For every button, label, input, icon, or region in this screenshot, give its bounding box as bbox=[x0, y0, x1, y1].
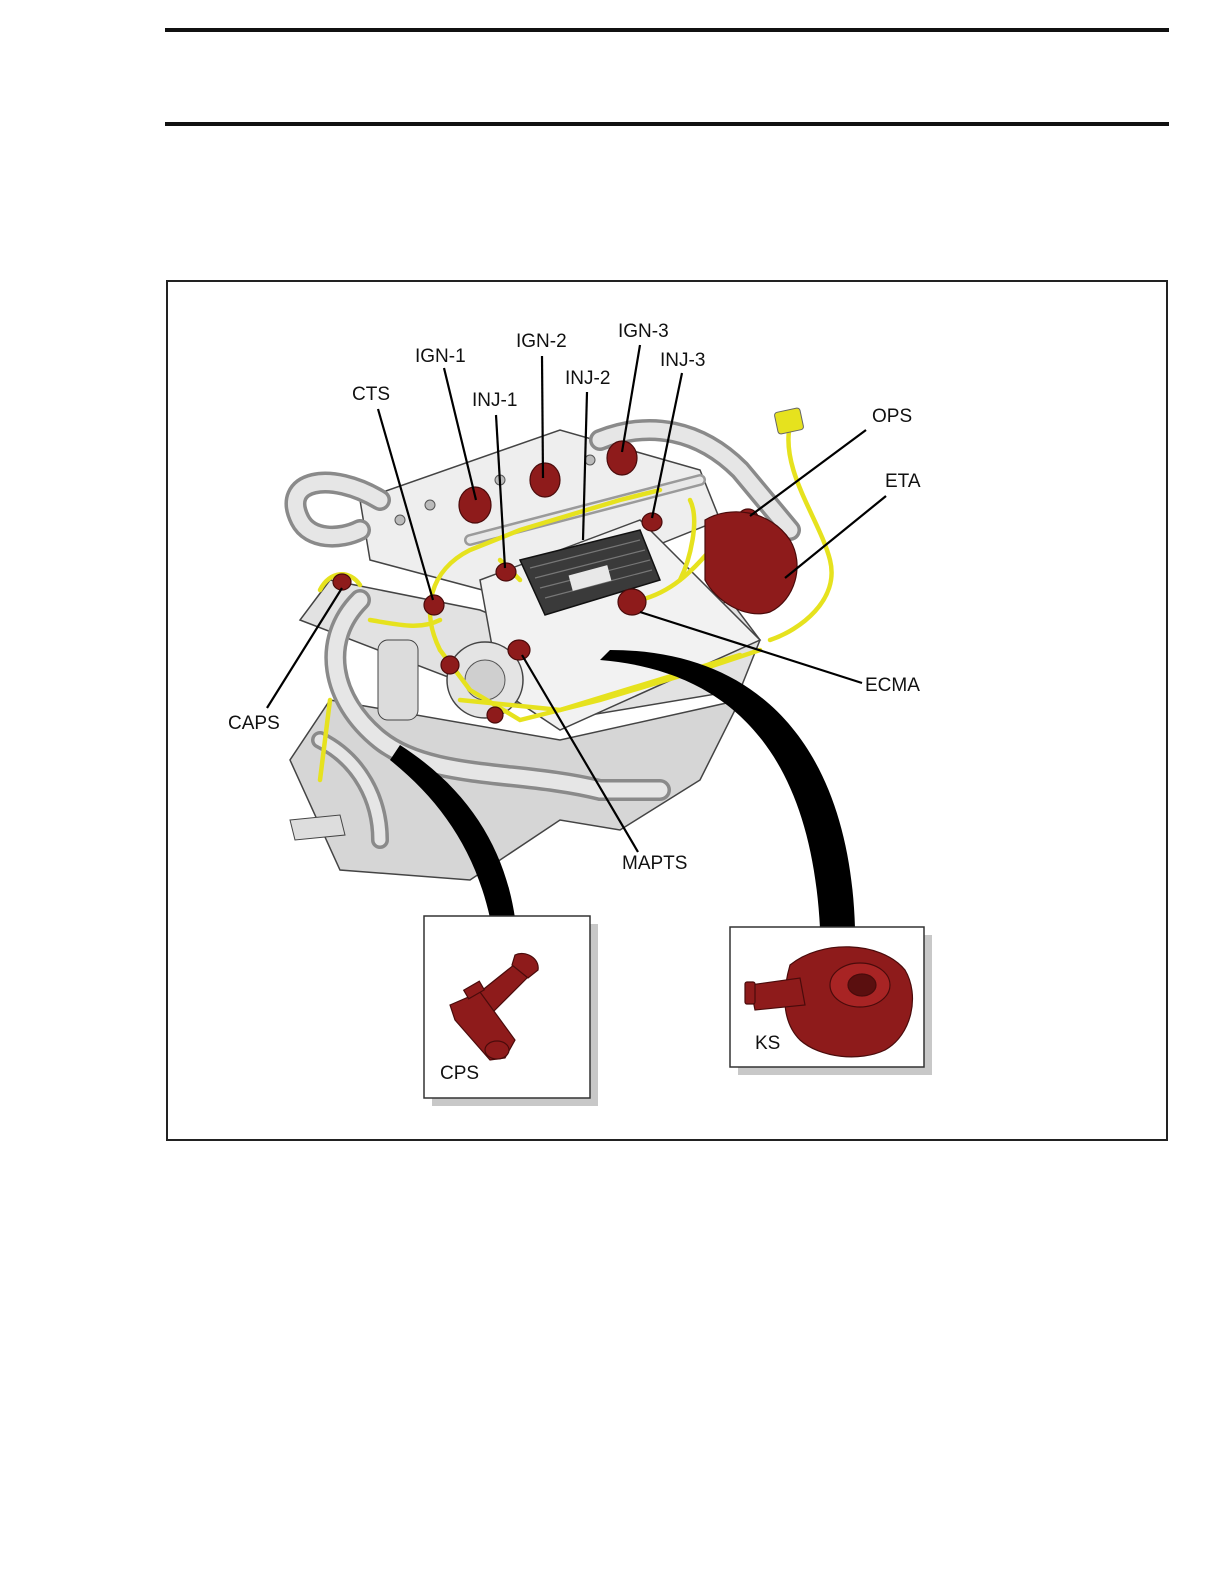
caps-sensor bbox=[333, 574, 351, 590]
label-cps: CPS bbox=[440, 1063, 479, 1084]
label-inj3: INJ-3 bbox=[660, 350, 705, 371]
engine-illustration bbox=[290, 408, 855, 928]
ecma-connector bbox=[618, 589, 646, 615]
cts-sensor bbox=[424, 595, 444, 615]
label-ecma: ECMA bbox=[865, 675, 920, 696]
label-eta: ETA bbox=[885, 471, 921, 492]
ops-connector bbox=[774, 408, 804, 435]
inj1-injector bbox=[496, 563, 516, 581]
cps-inset: CPS bbox=[424, 916, 598, 1106]
ign2-coil bbox=[530, 463, 560, 497]
label-cts: CTS bbox=[352, 384, 390, 405]
label-mapts: MAPTS bbox=[622, 853, 687, 874]
label-ign3: IGN-3 bbox=[618, 321, 669, 342]
label-ops: OPS bbox=[872, 406, 912, 427]
label-inj1: INJ-1 bbox=[472, 390, 517, 411]
mapts-sensor bbox=[508, 640, 530, 660]
label-ign2: IGN-2 bbox=[516, 331, 567, 352]
label-inj2: INJ-2 bbox=[565, 368, 610, 389]
ks-inset: KS bbox=[730, 927, 932, 1075]
label-ign1: IGN-1 bbox=[415, 346, 466, 367]
label-caps: CAPS bbox=[228, 713, 280, 734]
oil-filter bbox=[378, 640, 418, 720]
label-ks: KS bbox=[755, 1033, 780, 1054]
water-pump-outlet bbox=[290, 815, 345, 840]
